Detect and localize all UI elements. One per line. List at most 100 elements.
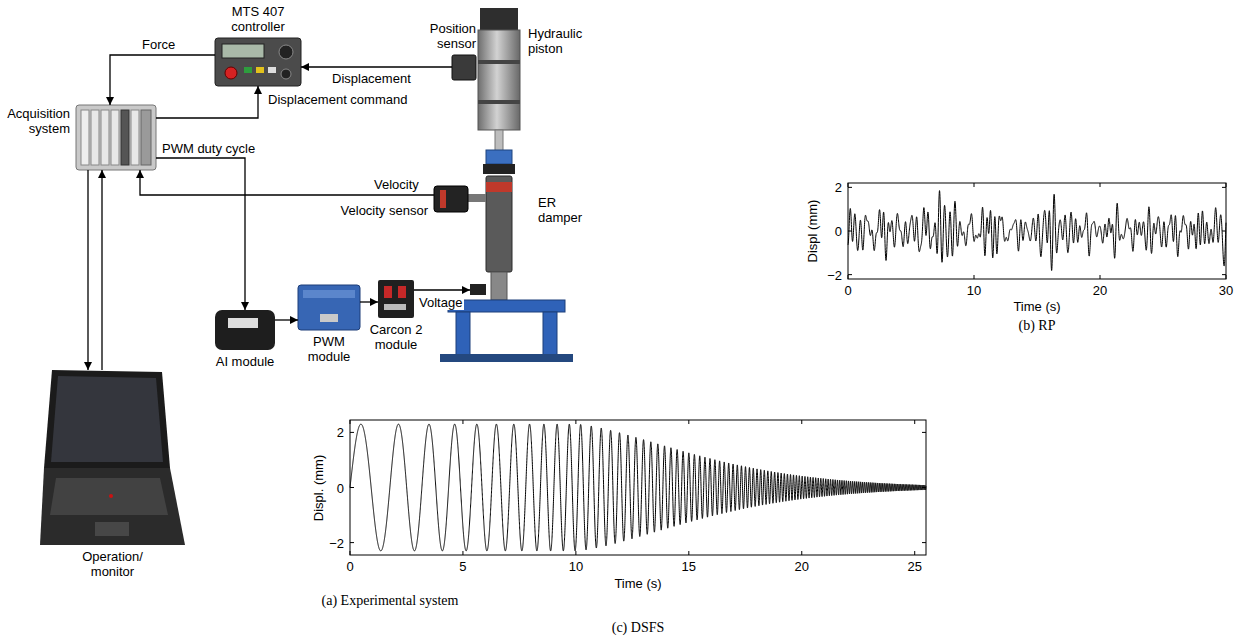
axis-tick	[914, 420, 915, 424]
module-body	[378, 280, 414, 318]
axis-tick	[1222, 231, 1226, 232]
controller-picture	[215, 38, 301, 86]
tick-label: 10	[967, 283, 981, 298]
piston-band	[478, 60, 520, 64]
velocity-sensor: Velocity sensor	[434, 186, 468, 212]
controller-body	[215, 38, 301, 86]
axis-tick	[848, 275, 849, 279]
axis-tick	[688, 420, 689, 424]
axis-tick	[350, 551, 351, 555]
control-knob	[281, 69, 291, 79]
axis-tick	[922, 432, 926, 433]
signal-connector	[301, 66, 452, 67]
terminal-block	[470, 284, 486, 295]
chassis-body	[76, 105, 156, 170]
piston-band	[478, 100, 520, 104]
axis-tick	[922, 542, 926, 543]
tick-label: 0	[844, 283, 851, 298]
signal-label: Velocity	[372, 177, 421, 192]
axis-tick	[462, 420, 463, 424]
chassis-slot	[131, 110, 139, 165]
signal-connector	[87, 170, 88, 370]
piston-rod	[495, 130, 503, 152]
tick-label: 30	[1219, 283, 1233, 298]
axis-tick	[1100, 183, 1101, 187]
control-button	[244, 67, 252, 73]
signal-label: Displacement	[330, 71, 413, 86]
ai-module-picture	[215, 310, 275, 350]
stand-base	[440, 354, 573, 362]
axis-title: Time (s)	[614, 576, 661, 591]
axis-tick	[922, 487, 926, 488]
signal-label: Voltage	[417, 295, 464, 310]
module-sticker	[384, 304, 406, 310]
ai-module: AI module	[215, 310, 275, 350]
axis-title: Displ (mm)	[805, 200, 820, 263]
axis-tick	[801, 420, 802, 424]
laptop-screen	[44, 370, 170, 468]
signal-connector	[110, 55, 215, 105]
axis-tick	[350, 542, 354, 543]
axis-tick	[848, 183, 849, 187]
laptop: Operation/ monitor	[40, 370, 185, 545]
tick-label: −2	[827, 267, 842, 282]
module-pin	[398, 286, 406, 298]
signal-trace	[350, 424, 926, 551]
stop-button	[225, 67, 237, 79]
dsfs-plot	[350, 420, 926, 555]
axis-tick	[575, 551, 576, 555]
velocity-sensor-body	[434, 186, 468, 212]
plot-frame	[350, 420, 926, 555]
module-body	[298, 285, 360, 330]
panel-caption: (a) Experimental system	[322, 593, 459, 608]
rp-plot	[848, 183, 1226, 279]
acquisition-chassis: Acquisition system	[76, 105, 156, 170]
signal-connector	[414, 289, 470, 290]
chassis-slot	[81, 110, 89, 165]
signal-label: Force	[140, 37, 177, 52]
control-knob	[279, 45, 293, 59]
chassis-slot	[111, 110, 119, 165]
chassis-slot	[121, 110, 129, 165]
tick-label: 20	[795, 559, 809, 574]
axis-title: Time (s)	[1013, 299, 1060, 314]
module-body	[215, 310, 275, 350]
signal-connector	[275, 319, 298, 320]
axis-tick	[974, 275, 975, 279]
axis-tick	[1100, 275, 1101, 279]
plot-frame	[848, 183, 1226, 279]
axis-tick	[1222, 274, 1226, 275]
tick-label: 15	[682, 559, 696, 574]
axis-tick	[350, 420, 351, 424]
component-label: Position sensor	[406, 21, 476, 51]
component-label: Velocity sensor	[341, 203, 428, 218]
axis-title: Displ. (mm)	[311, 454, 326, 520]
module-face	[303, 290, 355, 298]
sensor-bracket	[468, 194, 486, 202]
piston-body	[478, 30, 520, 130]
chassis-slot	[101, 110, 109, 165]
laptop-keyboard	[50, 478, 168, 515]
signal-connector	[140, 170, 434, 195]
stand-plate	[448, 300, 565, 312]
axis-tick	[848, 231, 852, 232]
laptop-picture	[40, 370, 185, 545]
panel-caption: (c) DSFS	[612, 620, 665, 635]
tick-label: 25	[907, 559, 921, 574]
stand-leg	[543, 312, 557, 356]
tick-label: 2	[337, 425, 344, 440]
carcon-module: Carcon 2 module	[378, 280, 414, 318]
stand-leg	[456, 312, 470, 356]
component-label: AI module	[216, 354, 275, 369]
signal-label: PWM duty cycle	[160, 141, 257, 156]
signal-connector	[360, 301, 378, 302]
axis-tick	[1226, 275, 1227, 279]
tick-label: −2	[329, 535, 344, 550]
damper-clevis	[491, 272, 507, 300]
damper-coil	[486, 182, 512, 192]
control-button	[268, 67, 276, 73]
signal-connector	[156, 158, 245, 310]
tick-label: 0	[835, 224, 842, 239]
axis-tick	[1226, 183, 1227, 187]
